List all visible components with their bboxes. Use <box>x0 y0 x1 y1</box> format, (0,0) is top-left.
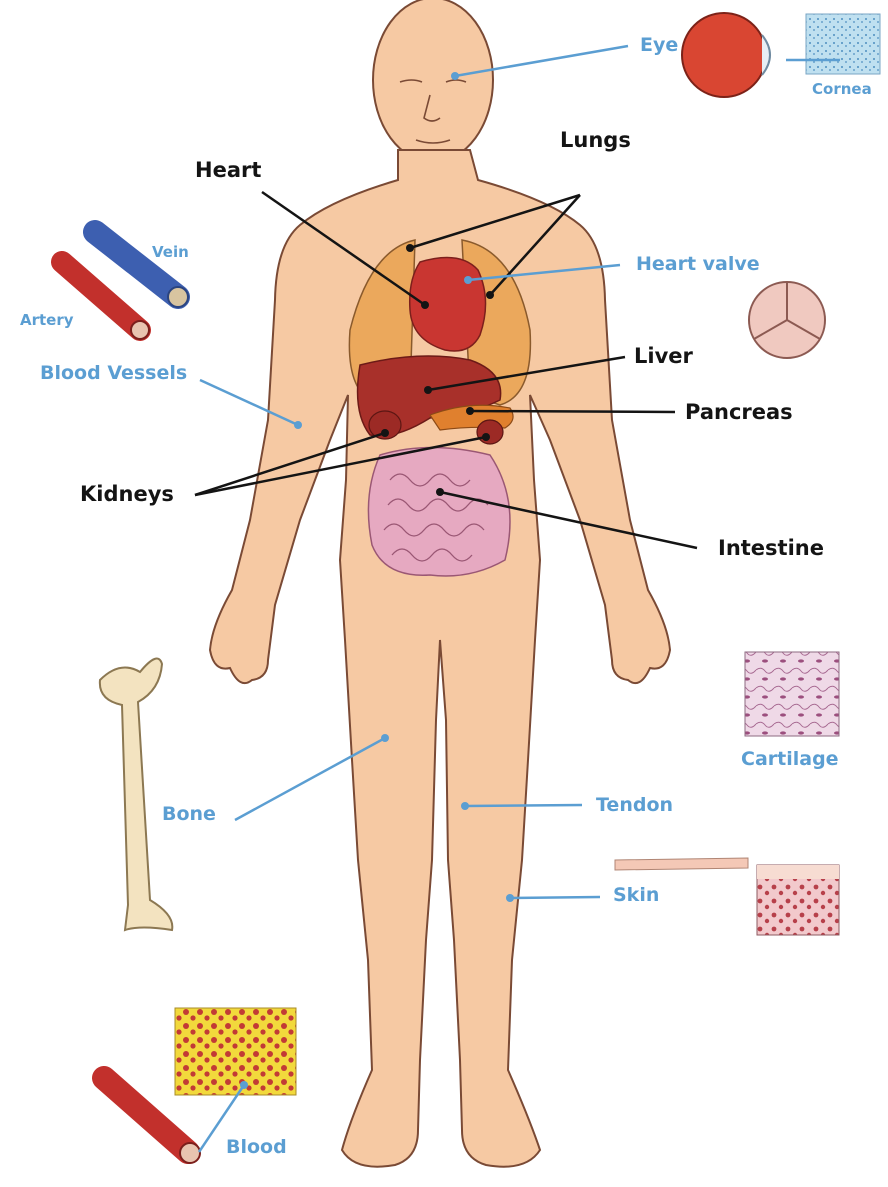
cartilage-illustration <box>745 652 839 736</box>
skin-leader <box>510 897 600 898</box>
label-blood: Blood <box>226 1138 287 1157</box>
organs <box>349 240 530 576</box>
human-body <box>210 0 670 1167</box>
kidney-right-shape <box>477 420 503 444</box>
label-cornea: Cornea <box>812 82 872 97</box>
pancreas-leader <box>470 411 675 412</box>
label-bone: Bone <box>162 805 216 824</box>
label-liver: Liver <box>634 346 693 367</box>
label-kidneys: Kidneys <box>80 484 174 505</box>
bone-illustration <box>100 659 172 930</box>
label-tendon: Tendon <box>596 796 673 815</box>
label-blood-vessels: Blood Vessels <box>40 364 187 383</box>
label-heart: Heart <box>195 160 261 181</box>
intestine-shape <box>368 448 510 577</box>
label-pancreas: Pancreas <box>685 402 793 423</box>
label-skin: Skin <box>613 886 659 905</box>
label-heart-valve: Heart valve <box>636 255 760 274</box>
label-artery: Artery <box>20 313 74 328</box>
eye-illustration <box>682 13 770 97</box>
label-lungs: Lungs <box>560 130 631 151</box>
label-intestine: Intestine <box>718 538 824 559</box>
label-eye: Eye <box>640 36 678 55</box>
heart-valve-illustration <box>749 282 825 358</box>
tendon-leader <box>465 805 582 806</box>
label-cartilage: Cartilage <box>741 750 839 769</box>
head <box>373 0 493 162</box>
cornea-illustration <box>806 14 880 74</box>
label-vein: Vein <box>152 245 189 260</box>
